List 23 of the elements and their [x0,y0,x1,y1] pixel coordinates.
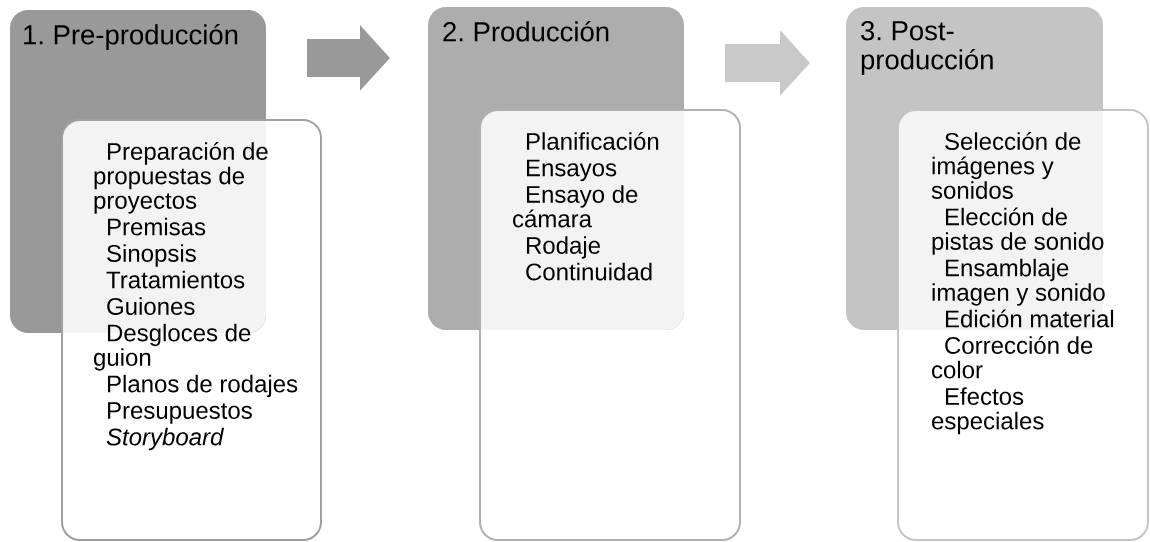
task-item: Efectos especiales [932,387,1044,435]
task-item: Storyboard [106,427,225,451]
task-item: Planificación [526,132,659,150]
task-item: Edición material [945,309,1114,328]
task-item: Guiones [107,297,195,315]
stage-title: 1. Pre-producción [24,24,238,50]
task-item: Premisas [108,217,206,236]
task-item: Corrección de color [932,336,1093,379]
task-item: Selección de imágenes y sonidos [931,132,1081,199]
task-item: Ensayo de cámara [513,185,638,228]
task-item: Ensamblaje imagen y sonido [932,258,1105,306]
task-item: Ensayos [526,159,617,182]
task-item: Continuidad [526,262,652,281]
task-item: Tratamientos [106,270,245,289]
task-item: Rodaje [526,236,600,259]
task-item: Desgloces de guion [94,323,251,371]
task-item: Presupuestos [108,402,252,424]
stage-title: 2. Producción [443,21,609,42]
task-item: Planos de rodajes [108,374,298,398]
task-item: Sinopsis [107,244,196,267]
stage-title: 3. Post-producción [861,21,993,75]
task-item: Elección de pistas de sonido [932,207,1104,255]
task-item: Preparación de propuestas de proyectos [94,142,268,214]
